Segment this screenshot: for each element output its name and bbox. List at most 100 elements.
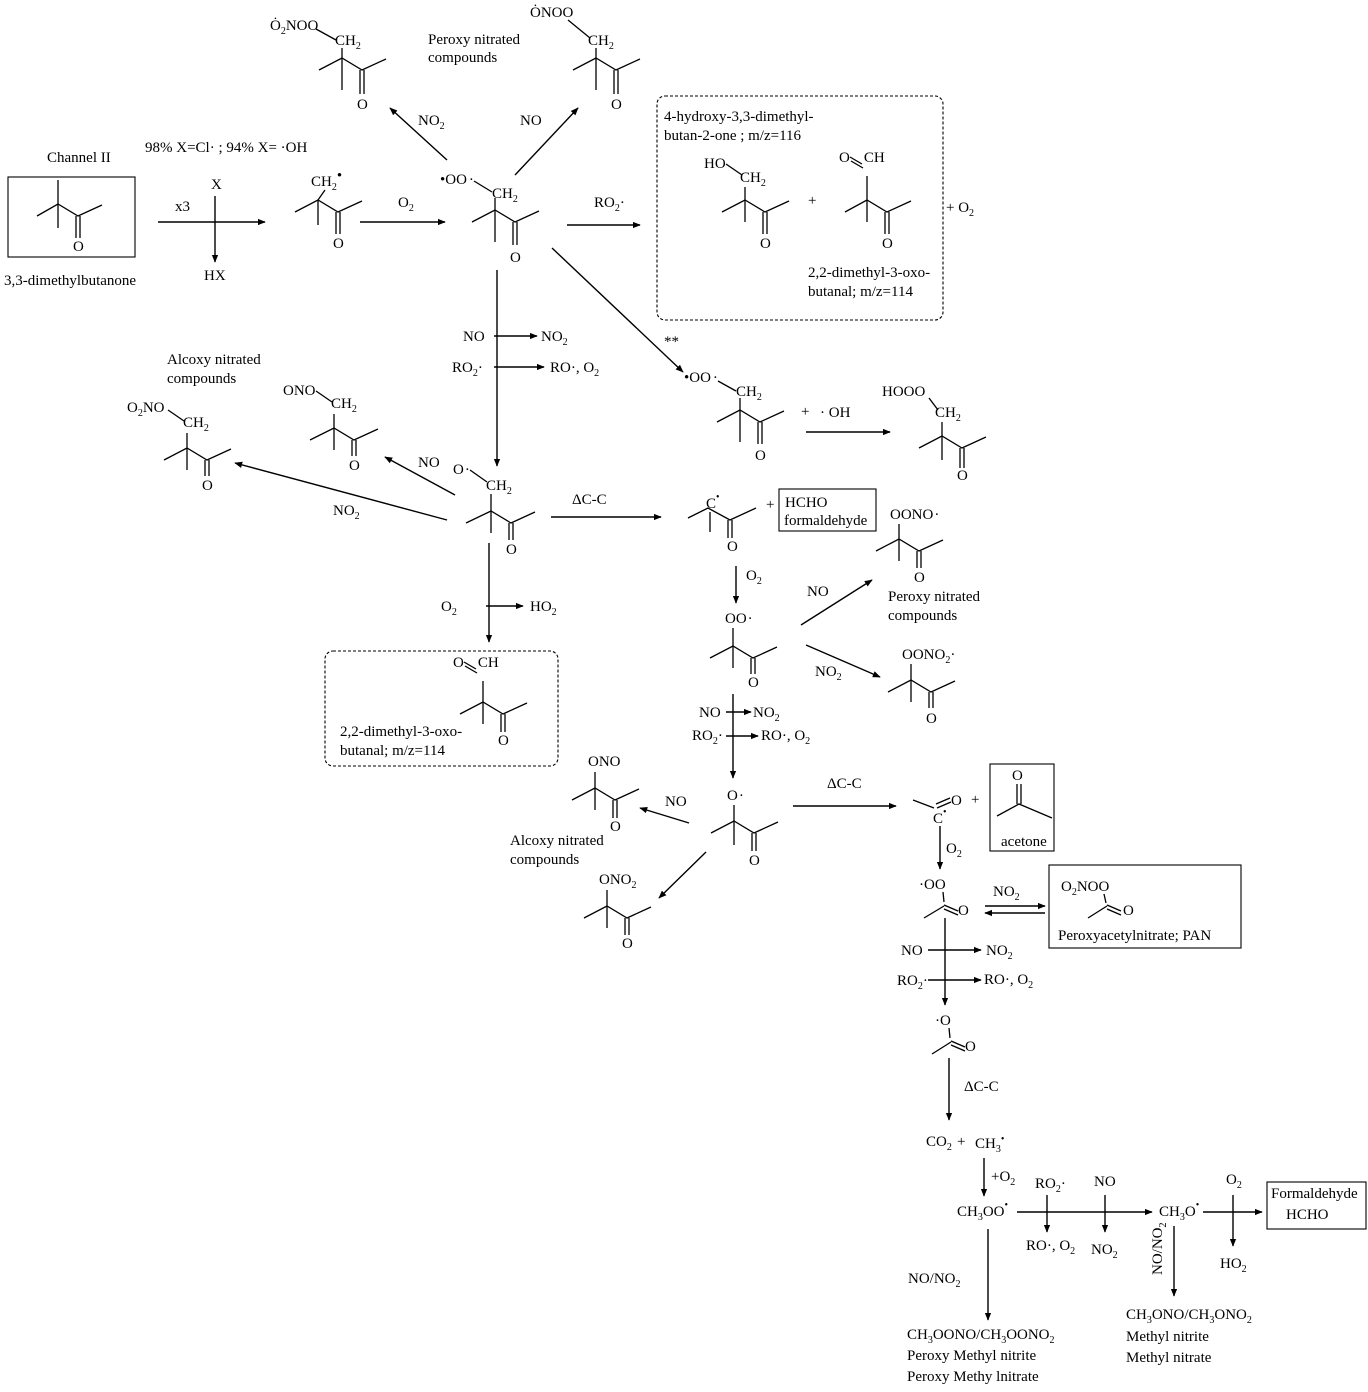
label-ro2: RO2· <box>452 360 483 379</box>
oxo-butanal-name-1b: butanal; m/z=114 <box>808 284 913 300</box>
label-delta-cc: ΔC-C <box>964 1079 999 1095</box>
label-o2: O2 <box>1226 1172 1242 1191</box>
peroxy-nitrated-1b: compounds <box>428 50 497 66</box>
peroxy-nitrated-2b: compounds <box>888 608 957 624</box>
ch2-label: CH2 <box>183 415 209 434</box>
atom-o: O <box>622 936 633 952</box>
label-ro2: RO2· <box>897 973 928 992</box>
label-o2: O2 <box>441 599 457 618</box>
label-ro2: RO2· <box>692 728 723 747</box>
hydroxy-ketone-structure: HO CH2 O <box>704 156 790 252</box>
label-ro2: RO2· <box>1035 1176 1066 1195</box>
arrow-no-alkoxy <box>384 456 456 496</box>
formaldehyde-box <box>1266 1181 1367 1230</box>
atom-o: O <box>357 97 368 113</box>
arrow-no2-peroxy-2 <box>805 644 881 678</box>
arrow-no-alkoxy-2 <box>639 807 690 824</box>
ch2-label: CH2 <box>740 170 766 189</box>
acetylperoxy-structure: ·OO O <box>919 877 969 919</box>
atom-o: O <box>749 853 760 869</box>
formaldehyde-label: formaldehyde <box>784 513 868 529</box>
peroxy-methyl-formula: CH3OONO/CH3OONO2 <box>907 1327 1055 1346</box>
atom-o: O <box>957 468 968 484</box>
label-x3: x3 <box>175 199 190 215</box>
acetone-label: acetone <box>1001 834 1047 850</box>
methyl-nitr-formula: CH3ONO/CH3ONO2 <box>1126 1307 1252 1326</box>
peroxy-radical-structure: •OO· CH2 O <box>440 172 540 266</box>
plus-o2-label: +O2 <box>991 1169 1015 1188</box>
atom-o: O <box>506 542 517 558</box>
arrow-ho2-path <box>551 247 684 373</box>
label-delta-cc: ΔC-C <box>827 776 862 792</box>
label-hx: HX <box>204 268 226 284</box>
plus-sign: + <box>957 1134 965 1150</box>
label-no2: NO2 <box>986 943 1013 962</box>
atom-o: O <box>1123 903 1134 919</box>
co2-label: CO2 <box>926 1134 952 1153</box>
atom-o: O <box>73 239 84 255</box>
ch2-label: CH2 <box>335 33 361 52</box>
label-x: X <box>211 177 222 193</box>
alcoxy-nitrated-2a: Alcoxy nitrated <box>510 833 604 849</box>
onoo-label: ȮNOO <box>530 4 573 21</box>
atom-o: O <box>951 793 962 809</box>
tertiary-alkoxy-structure: O· O <box>710 788 779 869</box>
alkoxy-radical-structure: O· CH2 O <box>453 462 536 558</box>
plus-sign: + <box>801 404 809 420</box>
hydrotrioxide-structure: HOOO CH2 O <box>882 384 987 484</box>
start-compound-box <box>7 176 136 258</box>
o2noo-label: O2NOO <box>1061 879 1110 898</box>
atom-o: O <box>755 448 766 464</box>
double-star: ** <box>664 334 679 350</box>
acetoxy-radical-structure: ·O O <box>931 1013 976 1055</box>
oo-radical-label: OO· <box>725 611 753 627</box>
label-no: NO <box>1094 1174 1116 1190</box>
atom-o: O <box>958 903 969 919</box>
alcoxy-nitrated-1a: Alcoxy nitrated <box>167 352 261 368</box>
oo-radical-label: •OO· <box>684 370 718 386</box>
ro2-self-products-box <box>656 95 944 321</box>
label-no2: NO2 <box>541 329 568 348</box>
ch2-label: CH2 <box>486 478 512 497</box>
alkyl-nitrite-structure-1: ONO CH2 O <box>283 383 379 474</box>
hcho-box <box>778 488 877 532</box>
oo-radical-label: •OO· <box>440 172 474 188</box>
label-ro-o2: RO·, O2 <box>761 728 810 747</box>
o2noo-label: Ȯ2NOO <box>270 17 319 37</box>
atom-o: O <box>611 97 622 113</box>
peroxy-nitrated-2a: Peroxy nitrated <box>888 589 981 605</box>
atom-o: O <box>965 1039 976 1055</box>
start-compound-name: 3,3-dimethylbutanone <box>4 273 136 289</box>
ch2-radical-label: CH2• <box>311 168 342 193</box>
label-no-no2: NO/NO2 <box>908 1271 961 1290</box>
acetone-box <box>989 763 1055 852</box>
alkyl-nitrite-structure-2: ONO O <box>571 754 640 835</box>
ono2-label: ONO2 <box>599 872 637 891</box>
oxo-butanal-name-2a: 2,2-dimethyl-3-oxo- <box>340 724 462 740</box>
label-o2: O2 <box>398 195 414 214</box>
o2no-label: O2NO <box>127 400 165 419</box>
label-no: NO <box>665 794 687 810</box>
ho-label: HO <box>704 156 726 172</box>
pan-structure: O2NOO O <box>1061 879 1134 919</box>
label-no: NO <box>699 705 721 721</box>
label-no2: NO2 <box>993 884 1020 903</box>
arrow-no2-alkoxy <box>234 461 448 521</box>
label-ro2: RO2· <box>594 195 625 214</box>
pan-label: Peroxyacetylnitrate; PAN <box>1058 928 1211 944</box>
acetone-structure: O <box>996 768 1053 819</box>
peroxy-nitrated-1a: Peroxy nitrated <box>428 32 521 48</box>
peroxy-nitrate-product-1: Ȯ2NOO CH2 O <box>270 17 387 113</box>
pan-box <box>1048 864 1242 949</box>
peroxy-methyl-nitrate-label: Peroxy Methy lnitrate <box>907 1369 1039 1385</box>
atom-o: O <box>748 675 759 691</box>
tertiary-peroxy-structure: OO· O <box>709 611 778 691</box>
ono-label: ONO <box>283 383 316 399</box>
hooo-label: HOOO <box>882 384 925 400</box>
alkyl-nitrate-structure-1: O2NO CH2 O <box>127 400 232 494</box>
atom-o: O <box>349 458 360 474</box>
oh-radical: · OH <box>820 405 851 421</box>
plus-sign: + <box>766 497 774 513</box>
label-delta-cc: ΔC-C <box>572 492 607 508</box>
